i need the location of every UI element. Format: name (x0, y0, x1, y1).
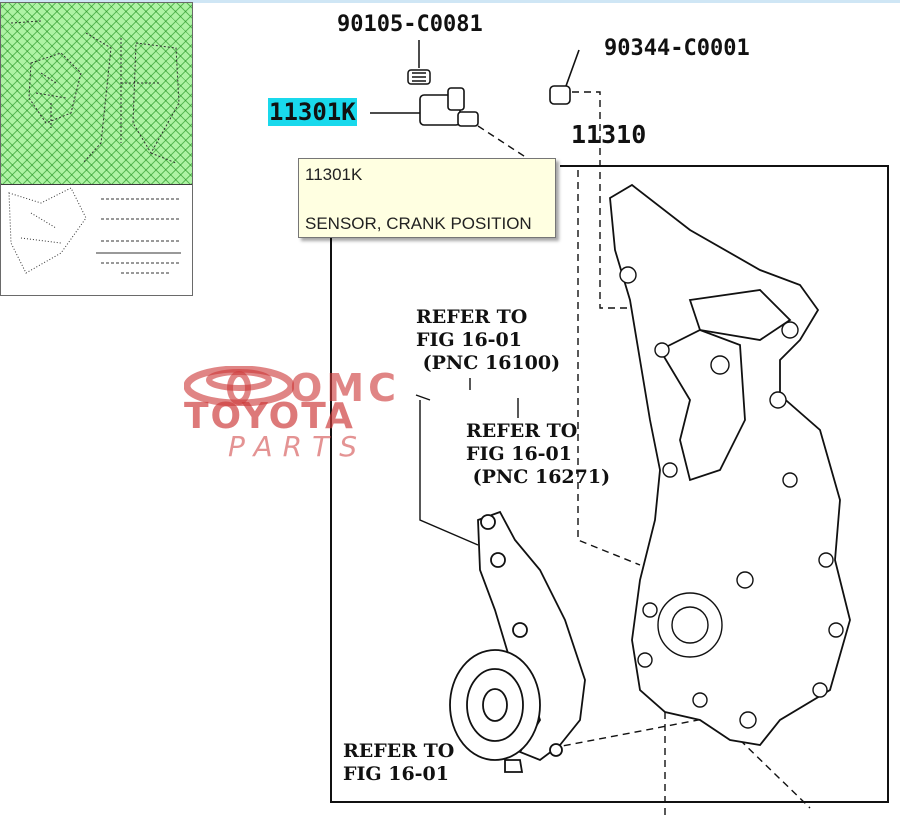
reference-note-pnc-16100: REFER TO FIG 16-01 (PNC 16100) (416, 306, 561, 374)
reference-note-fig-16-01: REFER TO FIG 16-01 (343, 740, 455, 785)
part-number-timing-cover[interactable]: 11310 (571, 120, 647, 149)
assembly-frame (330, 165, 889, 803)
watermark-letters: OMC (290, 366, 401, 410)
watermark-brand: TOYOTA (184, 396, 355, 437)
water-pump-drawing (449, 510, 586, 773)
watermark: OMC TOYOTA PARTS (180, 366, 455, 466)
bolt-drawing (407, 40, 431, 85)
window-top-edge (0, 0, 900, 3)
part-number-plug[interactable]: 90344-C0001 (604, 36, 750, 61)
tooltip-part-description: SENSOR, CRANK POSITION (305, 214, 532, 233)
part-tooltip: 11301K SENSOR, CRANK POSITION (298, 158, 556, 238)
toyota-logo-icon (184, 366, 294, 406)
part-number-crank-sensor-selected[interactable]: 11301K (268, 98, 357, 126)
reference-note-pnc-16271: REFER TO FIG 16-01 (PNC 16271) (466, 420, 611, 488)
part-number-bolt[interactable]: 90105-C0081 (337, 12, 483, 37)
crank-sensor-drawing (370, 87, 479, 127)
thumbnail-viewport[interactable] (1, 3, 192, 185)
overview-thumbnail[interactable] (0, 2, 193, 296)
timing-cover-holes (619, 266, 844, 729)
thumbnail-sketch (8, 20, 181, 274)
watermark-sub: PARTS (228, 430, 367, 463)
plug-drawing (549, 49, 580, 105)
tooltip-part-code: 11301K (305, 165, 363, 184)
